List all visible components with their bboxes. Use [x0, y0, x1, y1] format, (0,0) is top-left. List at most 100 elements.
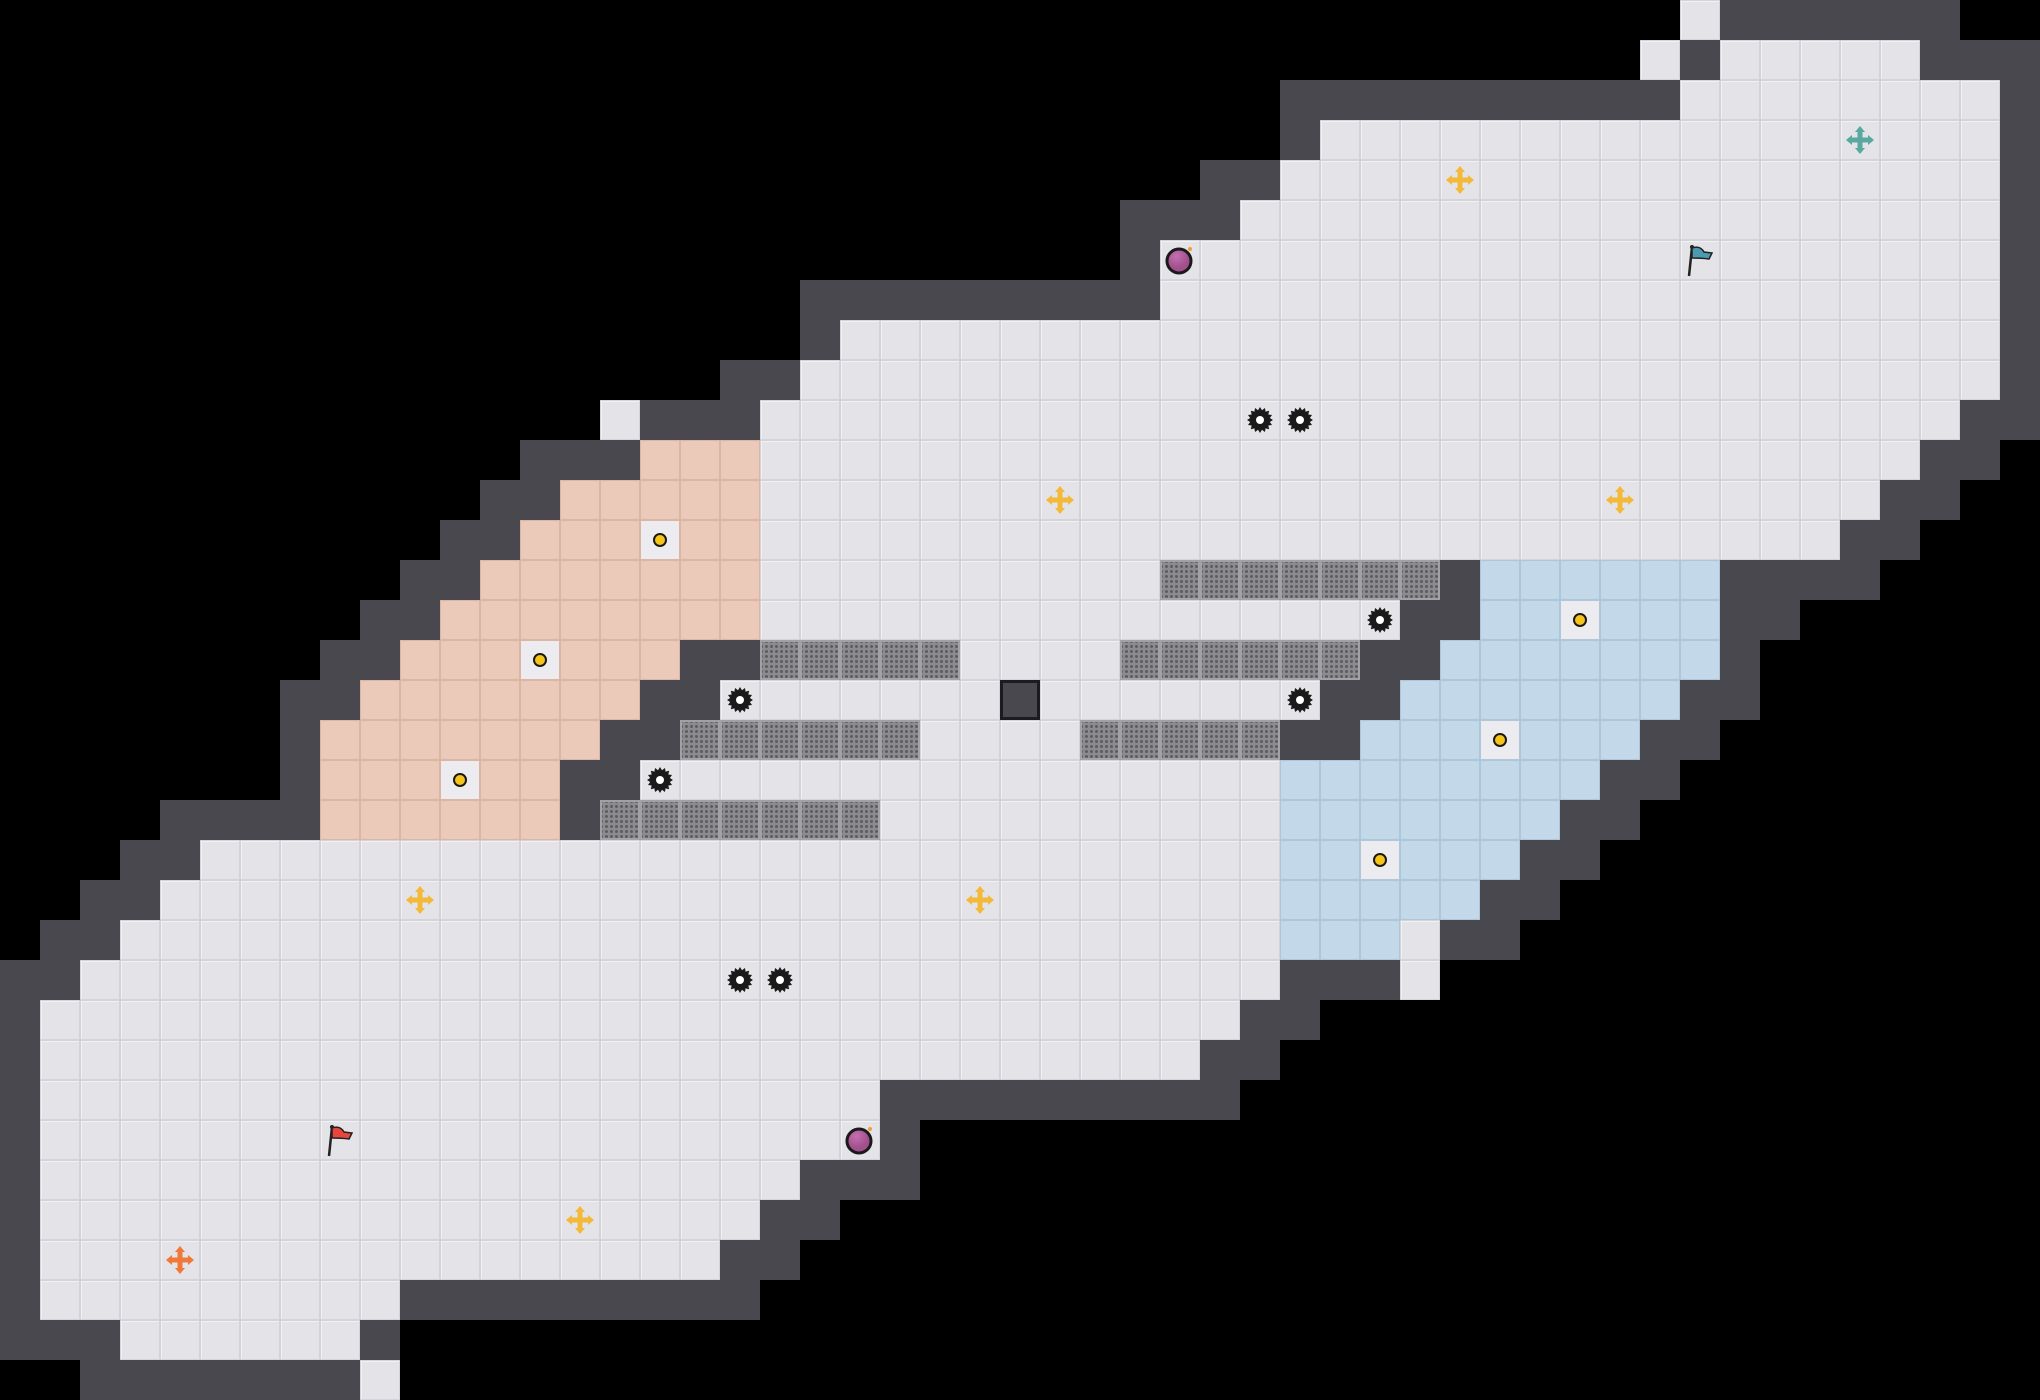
floor-tile	[1160, 960, 1200, 1000]
floor-tile	[920, 720, 960, 760]
floor-tile	[1440, 400, 1480, 440]
floor-tile	[1600, 120, 1640, 160]
blue-zone-tile	[1640, 680, 1680, 720]
floor-tile	[1440, 520, 1480, 560]
floor-tile	[1320, 480, 1360, 520]
blue-zone-tile	[1400, 720, 1440, 760]
orange-zone-tile	[600, 640, 640, 680]
orange-zone-tile	[720, 600, 760, 640]
orange-zone-tile	[600, 680, 640, 720]
floor-tile	[480, 1040, 520, 1080]
wall-tile	[1760, 600, 1800, 640]
grate-tile	[760, 640, 800, 680]
floor-tile	[1800, 280, 1840, 320]
floor-tile	[120, 1280, 160, 1320]
floor-tile	[1760, 480, 1800, 520]
orange-zone-tile	[560, 600, 600, 640]
wall-tile	[2000, 280, 2040, 320]
floor-tile	[600, 880, 640, 920]
floor-tile	[680, 1240, 720, 1280]
wall-tile	[0, 1320, 40, 1360]
floor-tile	[440, 920, 480, 960]
floor-tile	[680, 1040, 720, 1080]
floor-tile	[1880, 160, 1920, 200]
floor-tile	[1440, 480, 1480, 520]
blue-zone-tile	[1440, 680, 1480, 720]
floor-tile	[1880, 280, 1920, 320]
floor-tile	[760, 520, 800, 560]
floor-tile	[1200, 680, 1240, 720]
floor-tile	[1040, 360, 1080, 400]
floor-tile	[1840, 240, 1880, 280]
floor-tile	[240, 1200, 280, 1240]
floor-tile	[560, 960, 600, 1000]
floor-tile	[1560, 240, 1600, 280]
floor-tile	[120, 920, 160, 960]
floor-tile	[1760, 120, 1800, 160]
floor-tile	[960, 440, 1000, 480]
floor-tile	[280, 960, 320, 1000]
wall-tile	[1360, 640, 1400, 680]
floor-tile	[1440, 440, 1480, 480]
floor-tile	[1080, 480, 1120, 520]
wall-tile	[1720, 600, 1760, 640]
blue-zone-tile	[1280, 760, 1320, 800]
floor-tile	[1080, 880, 1120, 920]
blue-zone-tile	[1520, 720, 1560, 760]
wall-tile	[1480, 80, 1520, 120]
orange-zone-tile	[600, 600, 640, 640]
floor-tile	[600, 1200, 640, 1240]
floor-tile	[1240, 320, 1280, 360]
blue-zone-tile	[1480, 680, 1520, 720]
floor-tile	[840, 360, 880, 400]
orange-zone-tile	[680, 600, 720, 640]
floor-tile	[1520, 480, 1560, 520]
wall-tile	[680, 1280, 720, 1320]
floor-tile	[440, 1160, 480, 1200]
floor-tile	[520, 1120, 560, 1160]
wall-tile	[600, 440, 640, 480]
floor-tile	[1000, 560, 1040, 600]
floor-tile	[600, 1240, 640, 1280]
wall-tile	[1760, 560, 1800, 600]
wall-tile	[440, 520, 480, 560]
floor-tile	[1680, 400, 1720, 440]
floor-tile	[320, 1160, 360, 1200]
floor-tile	[1240, 920, 1280, 960]
floor-tile	[840, 400, 880, 440]
orange-zone-tile	[560, 480, 600, 520]
blue-zone-tile	[1280, 800, 1320, 840]
floor-tile	[1600, 400, 1640, 440]
wall-tile	[0, 1240, 40, 1280]
floor-tile	[1040, 840, 1080, 880]
floor-tile	[1360, 240, 1400, 280]
floor-tile	[1360, 480, 1400, 520]
orange-zone-tile	[360, 760, 400, 800]
orange-zone-tile	[600, 480, 640, 520]
floor-tile	[1840, 80, 1880, 120]
wall-tile	[320, 680, 360, 720]
floor-tile	[720, 880, 760, 920]
wall-tile	[1640, 760, 1680, 800]
floor-tile	[1800, 480, 1840, 520]
floor-tile	[320, 1240, 360, 1280]
floor-tile	[1280, 520, 1320, 560]
floor-tile	[840, 680, 880, 720]
wall-tile	[40, 920, 80, 960]
blue-zone-tile	[1360, 920, 1400, 960]
floor-tile	[1200, 840, 1240, 880]
coin-icon	[1480, 720, 1520, 760]
floor-tile	[1000, 800, 1040, 840]
wall-tile	[1200, 1080, 1240, 1120]
wall-tile	[1680, 40, 1720, 80]
floor-tile	[1760, 360, 1800, 400]
floor-tile	[160, 960, 200, 1000]
floor-tile	[1000, 640, 1040, 680]
wall-tile	[480, 480, 520, 520]
floor-tile	[320, 1120, 360, 1160]
floor-tile	[880, 440, 920, 480]
floor-tile	[600, 920, 640, 960]
orange-zone-tile	[680, 480, 720, 520]
floor-tile	[1120, 1000, 1160, 1040]
wall-tile	[1200, 160, 1240, 200]
